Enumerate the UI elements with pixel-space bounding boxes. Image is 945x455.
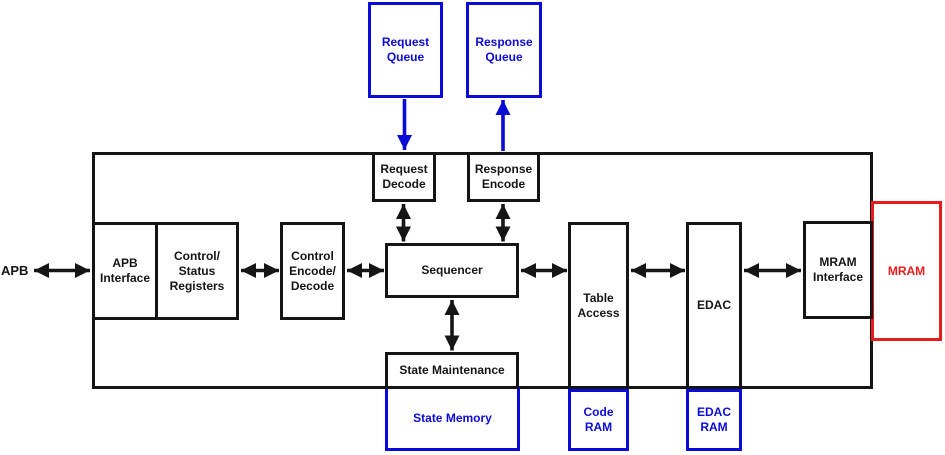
block-apb-interface: APB Interface — [92, 222, 158, 320]
block-request-decode: Request Decode — [372, 152, 436, 202]
block-response-encode: Response Encode — [467, 152, 540, 202]
block-sequencer: Sequencer — [385, 243, 519, 298]
block-code-ram: Code RAM — [568, 389, 629, 451]
block-table-access: Table Access — [568, 222, 629, 389]
block-mram: MRAM — [871, 201, 942, 341]
apb-bus-label: APB — [1, 262, 29, 278]
block-response-queue: Response Queue — [466, 2, 542, 98]
block-state-memory: State Memory — [385, 386, 520, 451]
block-state-maintenance: State Maintenance — [385, 352, 519, 389]
block-edac-ram: EDAC RAM — [686, 389, 742, 451]
block-control-encode-decode: Control Encode/ Decode — [280, 222, 345, 320]
block-control-status-registers: Control/ Status Registers — [155, 222, 239, 320]
block-mram-interface: MRAM Interface — [803, 221, 873, 319]
block-edac: EDAC — [686, 222, 742, 389]
block-request-queue: Request Queue — [368, 2, 443, 98]
